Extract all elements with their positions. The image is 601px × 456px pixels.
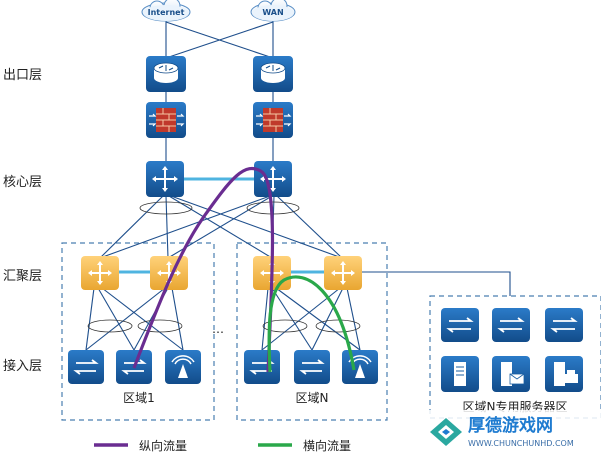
wan-cloud: WAN (250, 0, 296, 22)
access-wireless-area1 (165, 350, 201, 384)
layer-label-access: 接入层 (3, 358, 42, 374)
core-switch-left (146, 161, 184, 197)
horizontal-traffic-flow (267, 275, 356, 373)
internet-cloud: Internet (141, 0, 191, 22)
agg-switch-area1-left (81, 256, 119, 290)
wan-label: WAN (262, 8, 283, 17)
watermark-title: 厚德游戏网 (468, 415, 553, 436)
mail-server-icon (492, 356, 530, 392)
legend-horizontal-label: 横向流量 (303, 438, 351, 453)
firewall-left (146, 102, 186, 138)
watermark-logo-icon (430, 418, 462, 446)
server-zone-switch-2 (492, 308, 530, 342)
access-wireless-areaN (342, 350, 378, 384)
print-server-icon (545, 356, 583, 392)
link-aggregation-ellipses (87, 201, 361, 333)
layer-label-aggregation: 汇聚层 (3, 269, 42, 284)
areaN-label: 区域N (296, 391, 329, 405)
layer-label-core: 核心层 (3, 175, 42, 190)
access-switch-areaN-1 (244, 350, 280, 384)
ellipsis-label: … (212, 322, 224, 336)
watermark: 厚德游戏网 WWW.CHUNCHUNHD.COM (424, 410, 601, 456)
access-switch-area1-1 (68, 350, 104, 384)
agg-switch-areaN-right (324, 256, 362, 290)
legend-vertical-label: 纵向流量 (139, 438, 187, 453)
layer-label-egress: 出口层 (3, 68, 42, 83)
egress-router-right (253, 56, 293, 92)
areaN-zone (236, 242, 388, 421)
area1-zone (61, 242, 215, 421)
area1-label: 区域1 (123, 391, 155, 405)
watermark-url: WWW.CHUNCHUNHD.COM (468, 439, 574, 448)
access-switch-areaN-2 (294, 350, 330, 384)
server-zone-switch-3 (545, 308, 583, 342)
server-icon (441, 356, 479, 392)
firewall-right (253, 102, 293, 138)
egress-router-left (146, 56, 186, 92)
server-zone-switch-1 (441, 308, 479, 342)
internet-label: Internet (148, 8, 185, 17)
vertical-traffic-flow (132, 166, 275, 373)
core-switch-right (254, 161, 292, 197)
